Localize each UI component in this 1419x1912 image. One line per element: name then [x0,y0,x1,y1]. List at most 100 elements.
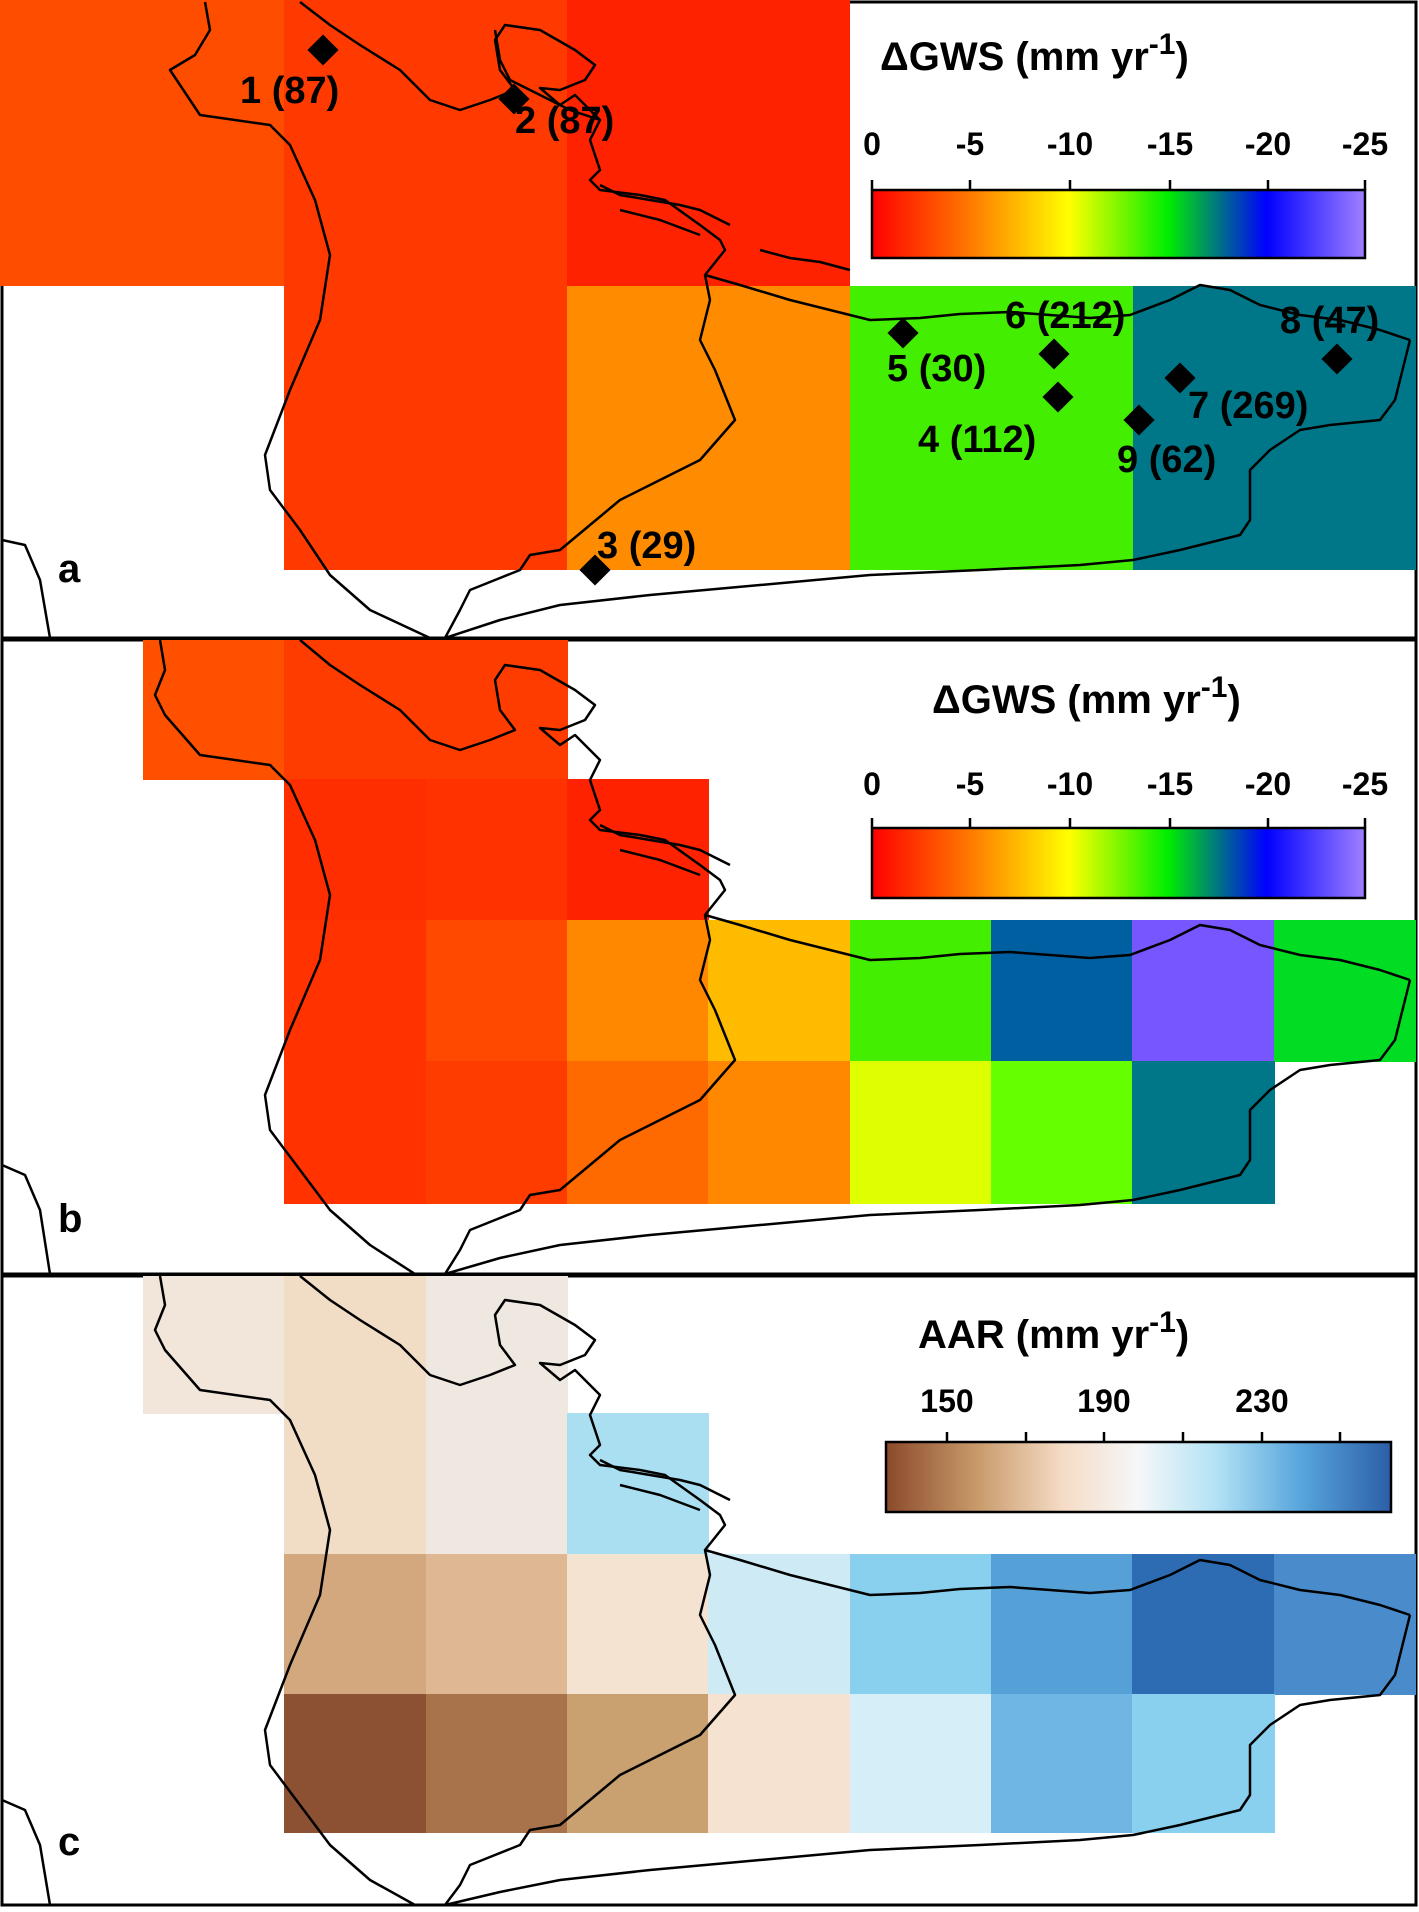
station-marker [307,34,339,66]
station-label: 6 (212) [1005,295,1125,337]
grid-cell [850,1554,992,1695]
station-label: 9 (62) [1117,439,1216,481]
tick-label: -20 [1245,766,1291,802]
legend-ticks: 0 -5 -10 -15 -20 -25 [863,126,1388,162]
panel-c: AAR (mm yr-1) 150 190 230 c [0,1274,1418,1907]
grid-cells [143,1276,1416,1833]
tick-label: 0 [863,766,881,802]
station-label: 8 (47) [1280,300,1379,342]
coastline [1,1,1412,640]
grid-cell [708,1061,851,1204]
grid-cell [850,1694,992,1833]
coastline [1,639,1412,1276]
grid-cell [426,1276,568,1414]
tick-label: -20 [1245,126,1291,162]
station-label: 2 (87) [515,100,614,142]
colorbar [884,1440,1393,1514]
station-marker [1038,338,1070,370]
grid-cell [1132,1554,1275,1695]
grid-cell [0,0,284,286]
tick-label: 230 [1235,1383,1288,1419]
grid-cell [567,1061,709,1204]
station-marker [887,317,919,349]
grid-cell [426,1554,568,1695]
tick-label: -25 [1342,126,1388,162]
tick-label: 0 [863,126,881,162]
grid-cell [567,0,850,286]
panel-a: ΔGWS (mm yr-1) 0 -5 -10 -15 -20 -25 1 (8… [0,0,1418,640]
grid-cell [850,1061,992,1204]
grid-cell [284,1694,427,1833]
tick-label: -10 [1047,126,1093,162]
tick-label: -5 [956,126,984,162]
grid-cell [991,1694,1133,1833]
station-label: 1 (87) [240,70,339,112]
grid-cell [284,1061,427,1204]
grid-cell [567,1694,709,1833]
legend-b: ΔGWS (mm yr-1) 0 -5 -10 -15 -20 -25 [863,671,1388,900]
station-marker [1042,381,1074,413]
tick-label: -10 [1047,766,1093,802]
station-marker [1123,404,1155,436]
grid-cell [1133,286,1416,570]
colorbar-ticks [945,1432,1342,1442]
grid-cell [426,920,568,1062]
tick-label: 190 [1077,1383,1130,1419]
colorbar [870,826,1367,900]
colorbar [870,188,1367,260]
grid-cell [1274,920,1416,1062]
grid-cell [1274,1554,1416,1695]
grid-cell [991,1554,1133,1695]
legend-a: ΔGWS (mm yr-1) 0 -5 -10 -15 -20 -25 [863,28,1388,260]
tick-label: -5 [956,766,984,802]
grid-cell [426,1061,568,1204]
colorbar-ticks [870,818,1367,828]
grid-cell [991,920,1133,1062]
station-label: 5 (30) [887,348,986,390]
grid-cell [426,1413,568,1555]
colorbar-ticks [870,180,1367,190]
station-label: 7 (269) [1188,385,1308,427]
grid-cell [850,920,992,1062]
grid-cell [1132,1694,1275,1833]
legend-title: ΔGWS (mm yr-1) [880,28,1189,79]
grid-cell [284,1413,427,1555]
grid-cells [0,0,1416,570]
tick-label: 150 [920,1383,973,1419]
grid-cell [284,1276,427,1414]
grid-cell [567,286,850,570]
panel-letter: a [58,547,81,591]
grid-cell [426,640,568,780]
legend-title: ΔGWS (mm yr-1) [932,671,1241,722]
panel-b: ΔGWS (mm yr-1) 0 -5 -10 -15 -20 -25 b [0,638,1418,1276]
station-label: 4 (112) [918,419,1036,461]
grid-cell [567,920,709,1062]
legend-title: AAR (mm yr-1) [918,1306,1189,1357]
legend-ticks: 0 -5 -10 -15 -20 -25 [863,766,1388,802]
grid-cell [284,779,427,921]
grid-cell [708,1554,851,1695]
grid-cell [284,640,427,780]
grid-cell [708,920,851,1062]
legend-ticks: 150 190 230 [920,1383,1288,1419]
coastline [1,1275,1412,1907]
legend-c: AAR (mm yr-1) 150 190 230 [884,1306,1393,1514]
station-marker [1321,343,1353,375]
station-marker [1164,362,1196,394]
panel-letter: c [58,1820,80,1864]
grid-cell [1132,920,1275,1062]
station-label: 3 (29) [597,525,696,567]
grid-cell [426,1694,568,1833]
grid-cell [567,779,709,921]
grid-cell [991,1061,1133,1204]
grid-cell [284,1554,427,1695]
grid-cell [426,779,568,921]
tick-label: -15 [1147,766,1193,802]
grid-cell [567,1413,709,1555]
tick-label: -25 [1342,766,1388,802]
grid-cell [1132,1061,1275,1204]
panel-letter: b [58,1197,82,1241]
grid-cell [284,286,568,570]
